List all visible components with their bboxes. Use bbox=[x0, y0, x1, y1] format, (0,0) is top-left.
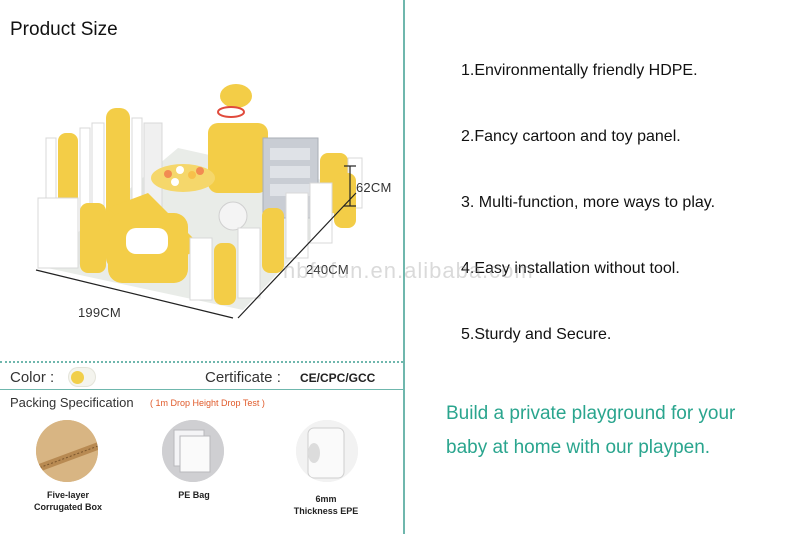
divider-line bbox=[0, 389, 403, 390]
promo-line-2: baby at home with our playpen. bbox=[446, 437, 711, 458]
color-label: Color : bbox=[10, 369, 55, 386]
feature-3: 3. Multi-function, more ways to play. bbox=[461, 194, 716, 211]
drop-test-note: ( 1m Drop Height Drop Test ) bbox=[150, 398, 265, 408]
pe-bag-icon bbox=[162, 420, 224, 482]
feature-1: 1.Environmentally friendly HDPE. bbox=[461, 62, 698, 79]
packing-caption-epe-line1: 6mm bbox=[315, 494, 337, 504]
promo-line-1: Build a private playground for your bbox=[446, 403, 736, 424]
packing-caption-bag: PE Bag bbox=[178, 490, 210, 500]
height-dimension: 62CM bbox=[356, 180, 392, 195]
feature-5: 5.Sturdy and Secure. bbox=[461, 326, 612, 343]
watermark: nbfofun.en.alibaba.com bbox=[283, 258, 534, 283]
packing-caption-epe-line2: Thickness EPE bbox=[293, 506, 359, 516]
yellow-swatch-dot bbox=[71, 371, 84, 384]
depth-dimension: 240CM bbox=[306, 262, 349, 277]
corrugated-box-icon bbox=[36, 420, 98, 482]
epe-roll-icon bbox=[296, 420, 358, 482]
product-size-title: Product Size bbox=[10, 19, 118, 40]
feature-2: 2.Fancy cartoon and toy panel. bbox=[461, 128, 681, 145]
packing-caption-box-line2: Corrugated Box bbox=[33, 502, 102, 512]
packing-caption-box-line1: Five-layer bbox=[46, 490, 90, 500]
packing-spec-title: Packing Specification bbox=[10, 395, 134, 410]
certificate-value: CE/CPC/GCC bbox=[300, 371, 376, 385]
playpen-image bbox=[35, 84, 363, 319]
feature-4: 4.Easy installation without tool. bbox=[461, 260, 680, 277]
vertical-divider bbox=[403, 0, 405, 534]
width-dimension: 199CM bbox=[78, 305, 121, 320]
certificate-label: Certificate : bbox=[205, 369, 281, 386]
dotted-divider bbox=[0, 361, 403, 363]
